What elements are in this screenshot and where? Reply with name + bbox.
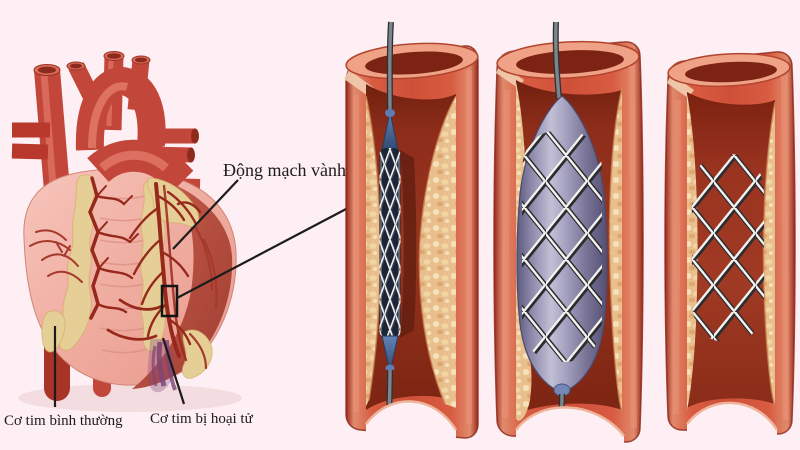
- bottom-notch: [516, 407, 624, 450]
- coronary-branch: [95, 194, 126, 206]
- coronary-branch: [118, 298, 164, 311]
- catheter-wire-core: [554, 21, 561, 99]
- stent-collapsed-mesh: [379, 148, 401, 338]
- bottom-cut-edge: [365, 400, 458, 431]
- coronary-branch: [96, 230, 132, 244]
- plaque-right: [419, 96, 456, 408]
- vessel-opening-hole: [107, 53, 121, 59]
- wall-highlight: [629, 65, 637, 429]
- marginal-arteries: [188, 226, 218, 370]
- artery-panel-stent-insertion: [344, 21, 479, 448]
- artery-panel-stent-implanted: [664, 51, 796, 448]
- right-pulmonary-vessel: [11, 143, 49, 160]
- bottom-notch: [687, 402, 777, 448]
- left-anterior-descending-artery: [154, 182, 181, 358]
- lad-branches-left: [128, 206, 168, 338]
- atrial-vessel: [47, 270, 83, 283]
- necrosis-streak: [165, 339, 177, 391]
- coronary-arteries: [88, 176, 218, 370]
- vessel-openings: [33, 51, 151, 76]
- heart-illustration: Động mạch vành Cơ tim bình thường Cơ tim…: [4, 51, 349, 429]
- coronary-branch: [97, 266, 134, 280]
- pointer-lines: [53, 179, 349, 407]
- wall-highlight: [673, 99, 681, 415]
- atrial-vessel: [29, 240, 71, 251]
- lad-branches-right: [156, 194, 192, 346]
- lumen-shadow: [400, 150, 417, 338]
- balloon-deflated-bottom: [381, 335, 399, 373]
- bottom-cut-edge: [515, 406, 625, 437]
- pointer-line-roi-to-panel: [176, 207, 349, 299]
- plaque-right: [609, 88, 622, 412]
- heart-shadow: [18, 384, 242, 412]
- atrial-vessel: [41, 253, 79, 267]
- plaque-edge: [418, 95, 457, 405]
- plaque-edge: [608, 87, 623, 413]
- atrial-vessels: [29, 229, 83, 283]
- striation-line: [101, 347, 151, 354]
- coronary-twigs: [96, 185, 139, 269]
- necrosis-streak: [156, 341, 167, 387]
- vessel-highlight: [98, 150, 169, 172]
- coronary-branch: [162, 184, 188, 362]
- balloon-collar: [385, 364, 395, 372]
- artery-rim-hole: [685, 61, 777, 83]
- vessel-opening-hole: [38, 66, 56, 74]
- balloon-collar: [385, 109, 395, 117]
- vessel-highlight: [88, 82, 129, 149]
- stent-implanted-mesh: [692, 154, 764, 342]
- pointer-line-coronary-artery: [172, 179, 239, 250]
- bottom-notch: [366, 401, 456, 448]
- pointer-line-necrotic-myocardium: [161, 337, 186, 405]
- coronary-branch: [106, 328, 158, 341]
- vessel-opening: [191, 128, 199, 144]
- atrial-vessel-twigs: [55, 241, 71, 257]
- roi-marker-rect: [160, 284, 179, 318]
- vessel-opening-hole: [70, 63, 82, 69]
- catheter-wire-core: [388, 21, 393, 115]
- label-necrotic-myocardium: Cơ tim bị hoại tử: [150, 411, 254, 427]
- great-vessels-front: [75, 67, 194, 194]
- artery-panel-balloon-inflation: [493, 21, 644, 450]
- wall-highlight: [502, 89, 510, 419]
- vessel-opening: [187, 147, 195, 163]
- wall-highlight: [781, 75, 789, 421]
- coronary-branch: [96, 302, 128, 314]
- necrosis-streak: [151, 345, 158, 387]
- atrial-vessel: [35, 229, 67, 241]
- upper-right-arteries: [166, 190, 202, 226]
- label-normal-myocardium: Cơ tim bình thường: [4, 413, 123, 429]
- bottom-cut-edge: [686, 401, 779, 431]
- label-coronary-artery: Động mạch vành: [223, 160, 346, 180]
- right-coronary-artery: [88, 176, 101, 320]
- artery-rim-hole: [516, 50, 624, 74]
- vessel-opening-hole: [135, 57, 147, 63]
- stent-expanding-mesh: [522, 130, 602, 362]
